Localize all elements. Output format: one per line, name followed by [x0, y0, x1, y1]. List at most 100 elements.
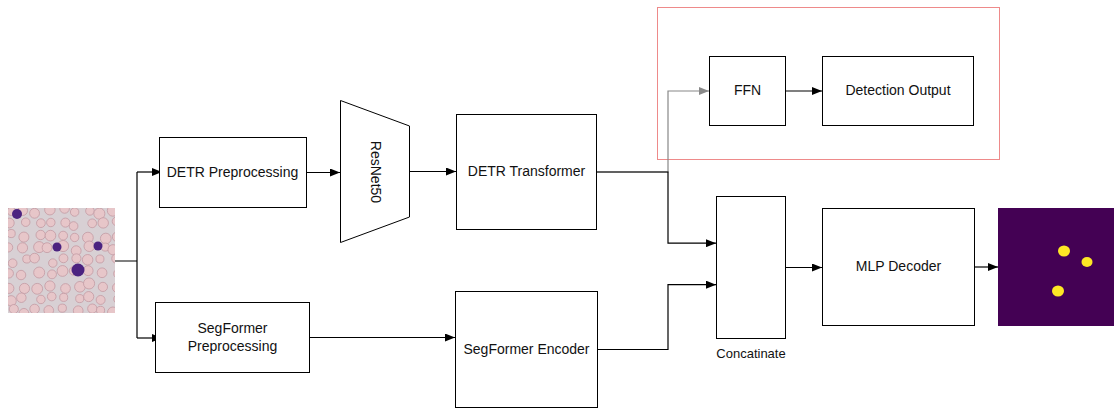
ffn-highlight-frame	[658, 8, 1000, 160]
red-cell	[112, 254, 115, 263]
process-box: DETR Transformer	[456, 114, 597, 230]
red-cell	[36, 230, 45, 239]
red-cell	[96, 255, 104, 263]
process-box: DETR Preprocessing	[159, 137, 307, 208]
white-cell	[72, 264, 85, 277]
red-cell	[97, 306, 105, 313]
red-cell	[76, 295, 84, 303]
red-cell	[69, 222, 78, 231]
red-cell	[45, 281, 55, 291]
red-cell	[84, 292, 94, 302]
red-cell	[30, 253, 40, 263]
red-cell	[47, 292, 56, 301]
red-cell	[70, 208, 79, 216]
red-cell	[114, 269, 115, 278]
red-cell	[96, 295, 105, 304]
red-cell	[86, 208, 95, 215]
red-cell	[19, 232, 29, 242]
red-cell	[44, 306, 54, 313]
red-cell	[48, 270, 57, 279]
red-cell	[84, 278, 95, 289]
red-cell	[112, 217, 115, 226]
flow-arrow	[598, 285, 716, 350]
red-cell	[16, 270, 25, 279]
red-cell	[108, 245, 115, 255]
input-split-wire	[115, 172, 137, 338]
red-cell	[8, 259, 17, 268]
red-cell	[45, 208, 56, 215]
red-cell	[32, 283, 43, 294]
node-label: Detection Output	[845, 82, 950, 100]
red-cell	[8, 229, 15, 237]
red-cell	[59, 254, 68, 263]
red-cell	[108, 307, 115, 313]
red-cell	[57, 266, 68, 277]
backbone-trapezoid: ResNet50	[340, 100, 410, 243]
red-cell	[97, 268, 107, 278]
red-cell	[61, 218, 70, 227]
red-cell	[98, 218, 108, 228]
red-cell	[17, 293, 26, 302]
process-box: SegFormer Encoder	[455, 291, 598, 408]
red-cell	[84, 241, 95, 252]
red-cell	[30, 208, 40, 218]
red-cell	[100, 233, 111, 244]
red-cell	[37, 295, 45, 303]
red-cell	[42, 243, 52, 253]
process-box: FFN	[709, 56, 786, 126]
red-cell	[8, 283, 14, 293]
node-label: SegFormer Preprocessing	[156, 320, 309, 355]
node-label: MLP Decoder	[856, 258, 941, 276]
red-cell	[88, 304, 97, 313]
process-box: SegFormer Preprocessing	[155, 302, 310, 373]
red-cell	[114, 294, 115, 303]
concat-block: Concatinate	[716, 196, 786, 339]
flow-arrow	[597, 91, 709, 172]
red-cell	[30, 304, 40, 313]
red-cell	[88, 219, 97, 228]
node-label: Concatinate	[716, 346, 785, 362]
node-label: ResNet50	[366, 140, 384, 202]
red-cell	[83, 266, 93, 276]
node-label: DETR Preprocessing	[167, 164, 299, 182]
white-cell	[12, 209, 22, 219]
red-cell	[73, 306, 83, 313]
output-mask	[998, 208, 1114, 326]
red-cell	[70, 233, 78, 241]
red-cell	[19, 308, 29, 313]
flow-arrow	[310, 337, 455, 338]
flow-arrow	[410, 171, 456, 172]
node-label: DETR Transformer	[468, 163, 585, 181]
red-cell	[47, 218, 55, 226]
red-cell	[98, 282, 107, 291]
red-cell	[59, 231, 68, 240]
flow-arrow	[597, 172, 716, 243]
red-cell	[72, 254, 81, 263]
flow-arrow	[786, 267, 822, 268]
red-cell	[49, 259, 57, 267]
flow-arrow	[307, 172, 341, 173]
red-cell	[8, 269, 13, 278]
red-cell	[112, 232, 115, 242]
red-cell	[34, 267, 45, 278]
red-cell	[17, 243, 27, 253]
red-cell	[60, 208, 70, 213]
red-cell	[19, 283, 29, 293]
input-blood-smear	[8, 208, 115, 313]
red-cell	[58, 304, 66, 312]
red-cell	[37, 219, 46, 228]
flow-arrow	[786, 90, 822, 91]
red-cell	[82, 255, 93, 266]
output-wire	[975, 266, 998, 267]
white-cell	[94, 242, 103, 251]
red-cell	[107, 208, 115, 216]
node-label: SegFormer Encoder	[463, 341, 589, 359]
process-box: MLP Decoder	[822, 208, 975, 326]
node-label: FFN	[734, 82, 761, 100]
red-cell	[45, 230, 56, 241]
red-cell	[112, 283, 115, 293]
white-cell	[53, 243, 62, 252]
red-cell	[60, 293, 68, 301]
